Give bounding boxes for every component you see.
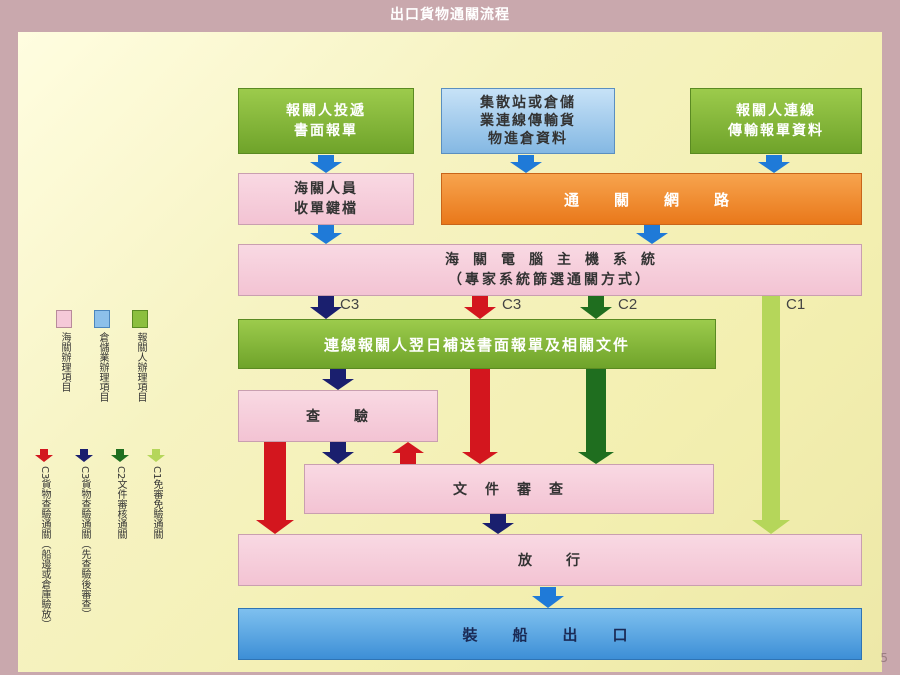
legend-customs-text: 海關辦理項目 bbox=[59, 332, 70, 392]
legend-navy-arrow bbox=[75, 449, 93, 462]
legend-broker-text: 報關人辦理項目 bbox=[135, 332, 146, 402]
customs-receive-box: 海關人員 收單鍵檔 bbox=[238, 173, 414, 225]
arrow-warehouse-to-network bbox=[510, 155, 542, 173]
slide-title: 出口貨物通關流程 bbox=[390, 7, 510, 23]
arrow-c3-red-host bbox=[464, 295, 496, 319]
inspection-text: 查 驗 bbox=[306, 409, 370, 425]
next-day-box: 連線報關人翌日補送書面報單及相關文件 bbox=[238, 319, 716, 369]
doc-review-box: 文 件 審 查 bbox=[304, 464, 714, 514]
broker-submit-text: 報關人投遞 書面報單 bbox=[286, 103, 366, 139]
inspection-box: 查 驗 bbox=[238, 390, 438, 442]
legend-green-arrow bbox=[111, 449, 129, 462]
arrow-navy-to-inspection bbox=[322, 369, 354, 390]
legend-navy-text: C3貨物查驗通關（先查驗後審查） bbox=[79, 466, 90, 620]
release-box: 放 行 bbox=[238, 534, 862, 586]
loading-box: 裝 船 出 口 bbox=[238, 608, 862, 660]
arrow-release-to-load bbox=[532, 587, 564, 608]
network-box: 通 關 網 路 bbox=[441, 173, 862, 225]
arrow-red-inspection-to-release bbox=[256, 442, 294, 534]
blue-arrows bbox=[310, 155, 790, 608]
warehouse-transmit-text: 集散站或倉儲 業連線傳輸貨 物進倉資料 bbox=[480, 95, 576, 147]
doc-review-text: 文 件 審 查 bbox=[453, 482, 565, 498]
arrow-c1-lightgreen bbox=[752, 295, 790, 534]
legend-warehouse-text: 倉儲業辦理項目 bbox=[97, 332, 108, 402]
label-c3-red: C3 bbox=[502, 296, 522, 313]
legend-red-text: C3貨物查驗通關（船邊或倉庫驗放） bbox=[39, 466, 50, 630]
next-day-text: 連線報關人翌日補送書面報單及相關文件 bbox=[323, 335, 630, 354]
arrow-red-to-review bbox=[462, 369, 498, 464]
arrow-red-review-to-inspection bbox=[392, 442, 424, 464]
broker-submit-box: 報關人投遞 書面報單 bbox=[238, 88, 414, 154]
broker-online-box: 報關人連線 傳輸報單資料 bbox=[690, 88, 862, 154]
label-c1: C1 bbox=[786, 296, 806, 313]
legend-red-arrow bbox=[35, 449, 53, 462]
release-text: 放 行 bbox=[518, 553, 582, 569]
legend-green-text: C2文件審核通關 bbox=[115, 466, 126, 540]
warehouse-transmit-box: 集散站或倉儲 業連線傳輸貨 物進倉資料 bbox=[441, 88, 615, 154]
legend-lightgreen-arrow bbox=[147, 449, 165, 462]
arrow-online-to-network bbox=[758, 155, 790, 173]
network-text: 通 關 網 路 bbox=[563, 190, 739, 209]
customs-receive-text: 海關人員 收單鍵檔 bbox=[294, 181, 358, 217]
legend-customs-swatch bbox=[56, 310, 72, 328]
legend-broker-swatch bbox=[132, 310, 148, 328]
arrow-submit-to-receive bbox=[310, 155, 342, 173]
arrow-navy-inspection-to-review bbox=[322, 442, 354, 464]
loading-text: 裝 船 出 口 bbox=[462, 625, 638, 644]
arrow-navy-review-to-release bbox=[482, 514, 514, 534]
arrow-network-to-host bbox=[636, 225, 668, 244]
label-c2: C2 bbox=[618, 296, 638, 313]
arrow-c2-green-host bbox=[580, 295, 612, 319]
host-system-line1: 海 關 電 腦 主 機 系 統 bbox=[445, 252, 655, 268]
slide-number: 5 bbox=[880, 651, 888, 665]
host-system-line2: （專家系統篩選通關方式） bbox=[448, 272, 652, 288]
arrow-receive-to-host bbox=[310, 225, 342, 244]
arrow-green-to-review bbox=[578, 369, 614, 464]
host-system-box: 海 關 電 腦 主 機 系 統 （專家系統篩選通關方式） bbox=[238, 244, 862, 296]
label-c3-navy: C3 bbox=[340, 296, 360, 313]
arrow-c3-navy-host bbox=[310, 295, 342, 319]
broker-online-text: 報關人連線 傳輸報單資料 bbox=[728, 103, 824, 139]
legend-warehouse-swatch bbox=[94, 310, 110, 328]
legend-lightgreen-text: C1免審免驗通關 bbox=[151, 466, 162, 540]
